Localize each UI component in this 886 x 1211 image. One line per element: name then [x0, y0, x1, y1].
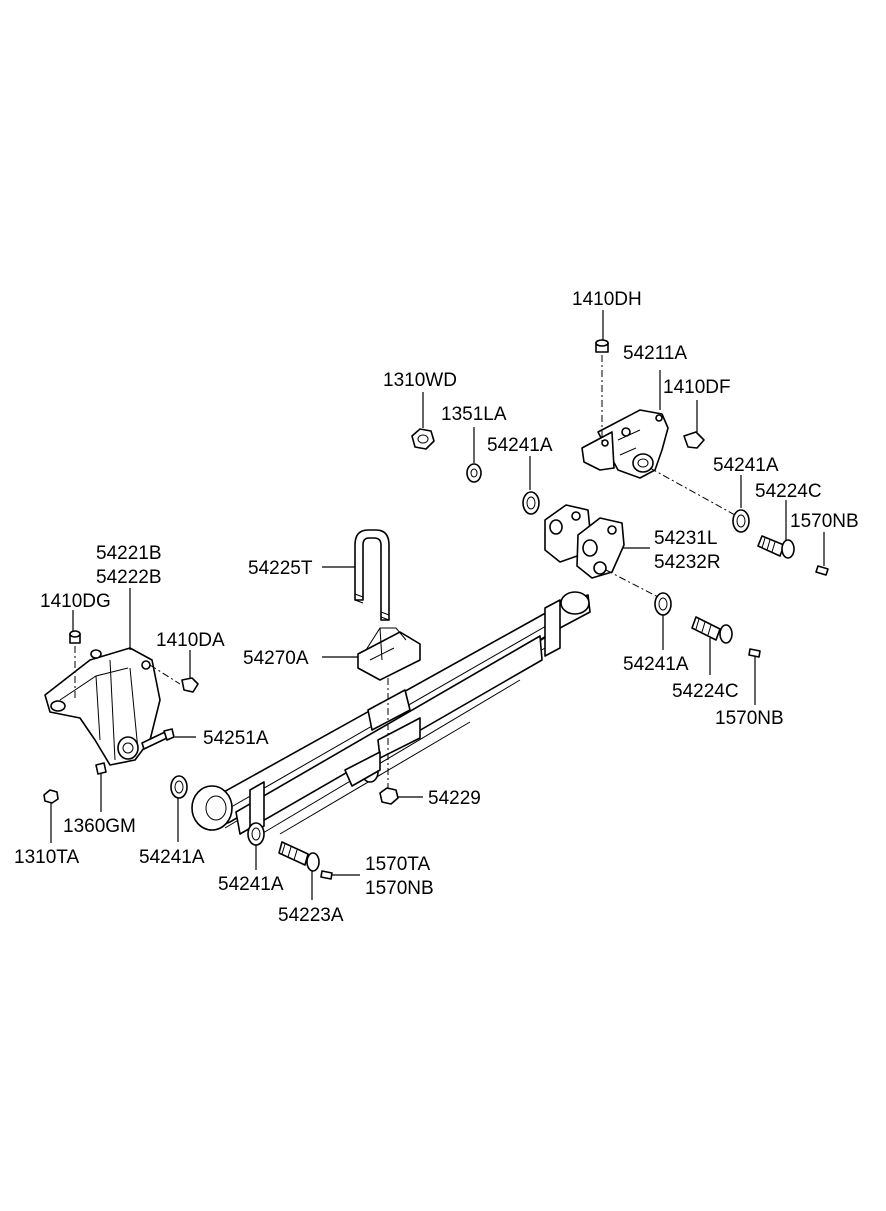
label-1570NB-bottom: 1570NB	[365, 878, 434, 899]
label-54241A-right: 54241A	[713, 455, 779, 476]
washer-54241A-right	[732, 509, 750, 533]
label-1351LA: 1351LA	[441, 404, 507, 425]
label-1410DG: 1410DG	[40, 591, 111, 612]
label-54241A-mid: 54241A	[623, 654, 689, 675]
label-54231L: 54231L	[654, 528, 717, 549]
label-1360GM: 1360GM	[63, 816, 136, 837]
label-54223A: 54223A	[278, 905, 344, 926]
rear-hanger-bracket	[581, 409, 669, 479]
grease-nipple-1570NB-mid	[748, 648, 761, 658]
label-1410DF: 1410DF	[663, 377, 731, 398]
label-54241A-top: 54241A	[487, 435, 553, 456]
label-1410DA: 1410DA	[156, 630, 225, 651]
washer-54241A-left	[170, 775, 188, 799]
label-54225T: 54225T	[248, 558, 313, 579]
washer-1351LA	[466, 463, 482, 483]
label-54241A-bottom: 54241A	[218, 874, 284, 895]
leader-lines	[50, 310, 825, 900]
grease-nipple-1570NB-top	[815, 565, 829, 576]
grease-nipple-1570TA	[320, 870, 333, 880]
label-54224C-top: 54224C	[755, 481, 822, 502]
plug-1410DA	[181, 677, 199, 693]
pin-54223A	[278, 841, 320, 872]
label-54222B: 54222B	[96, 567, 162, 588]
label-54241A-left: 54241A	[139, 847, 205, 868]
label-54232R: 54232R	[654, 552, 721, 573]
plug-1410DF	[683, 431, 705, 449]
label-54229: 54229	[428, 788, 481, 809]
label-54251A: 54251A	[203, 728, 269, 749]
washer-54241A-bottom	[247, 822, 265, 846]
label-1570NB-mid: 1570NB	[715, 708, 784, 729]
fitting-1360GM	[95, 762, 107, 775]
leaf-spring	[191, 591, 591, 837]
shackle-54231L-54232R	[544, 504, 625, 579]
spring-pad-54270A	[357, 627, 421, 681]
label-1410DH: 1410DH	[572, 289, 642, 310]
label-54221B: 54221B	[96, 543, 162, 564]
nut-1310WD	[411, 428, 435, 450]
part-labels: 1410DH 54211A 1410DF 1310WD 1351LA 54241…	[14, 289, 859, 926]
label-1310WD: 1310WD	[383, 370, 457, 391]
label-1570TA: 1570TA	[365, 854, 430, 875]
label-54224C-bottom: 54224C	[672, 681, 739, 702]
washer-54241A-top	[522, 491, 540, 515]
nut-1310TA	[43, 789, 59, 804]
nut-54229	[379, 787, 399, 805]
pin-54224C-top	[757, 535, 795, 559]
u-bolt-54225T	[354, 529, 390, 621]
front-hanger-bracket	[44, 647, 161, 766]
label-54211A: 54211A	[623, 343, 687, 364]
bolt-1410DH	[595, 339, 609, 353]
label-1570NB-top: 1570NB	[790, 511, 859, 532]
label-1310TA: 1310TA	[14, 847, 79, 868]
pin-54224C-bottom	[691, 616, 733, 644]
label-54270A: 54270A	[243, 648, 309, 669]
bolt-1410DG	[69, 630, 81, 644]
bolt-54251A	[141, 728, 175, 750]
washer-54241A-mid	[654, 592, 672, 616]
